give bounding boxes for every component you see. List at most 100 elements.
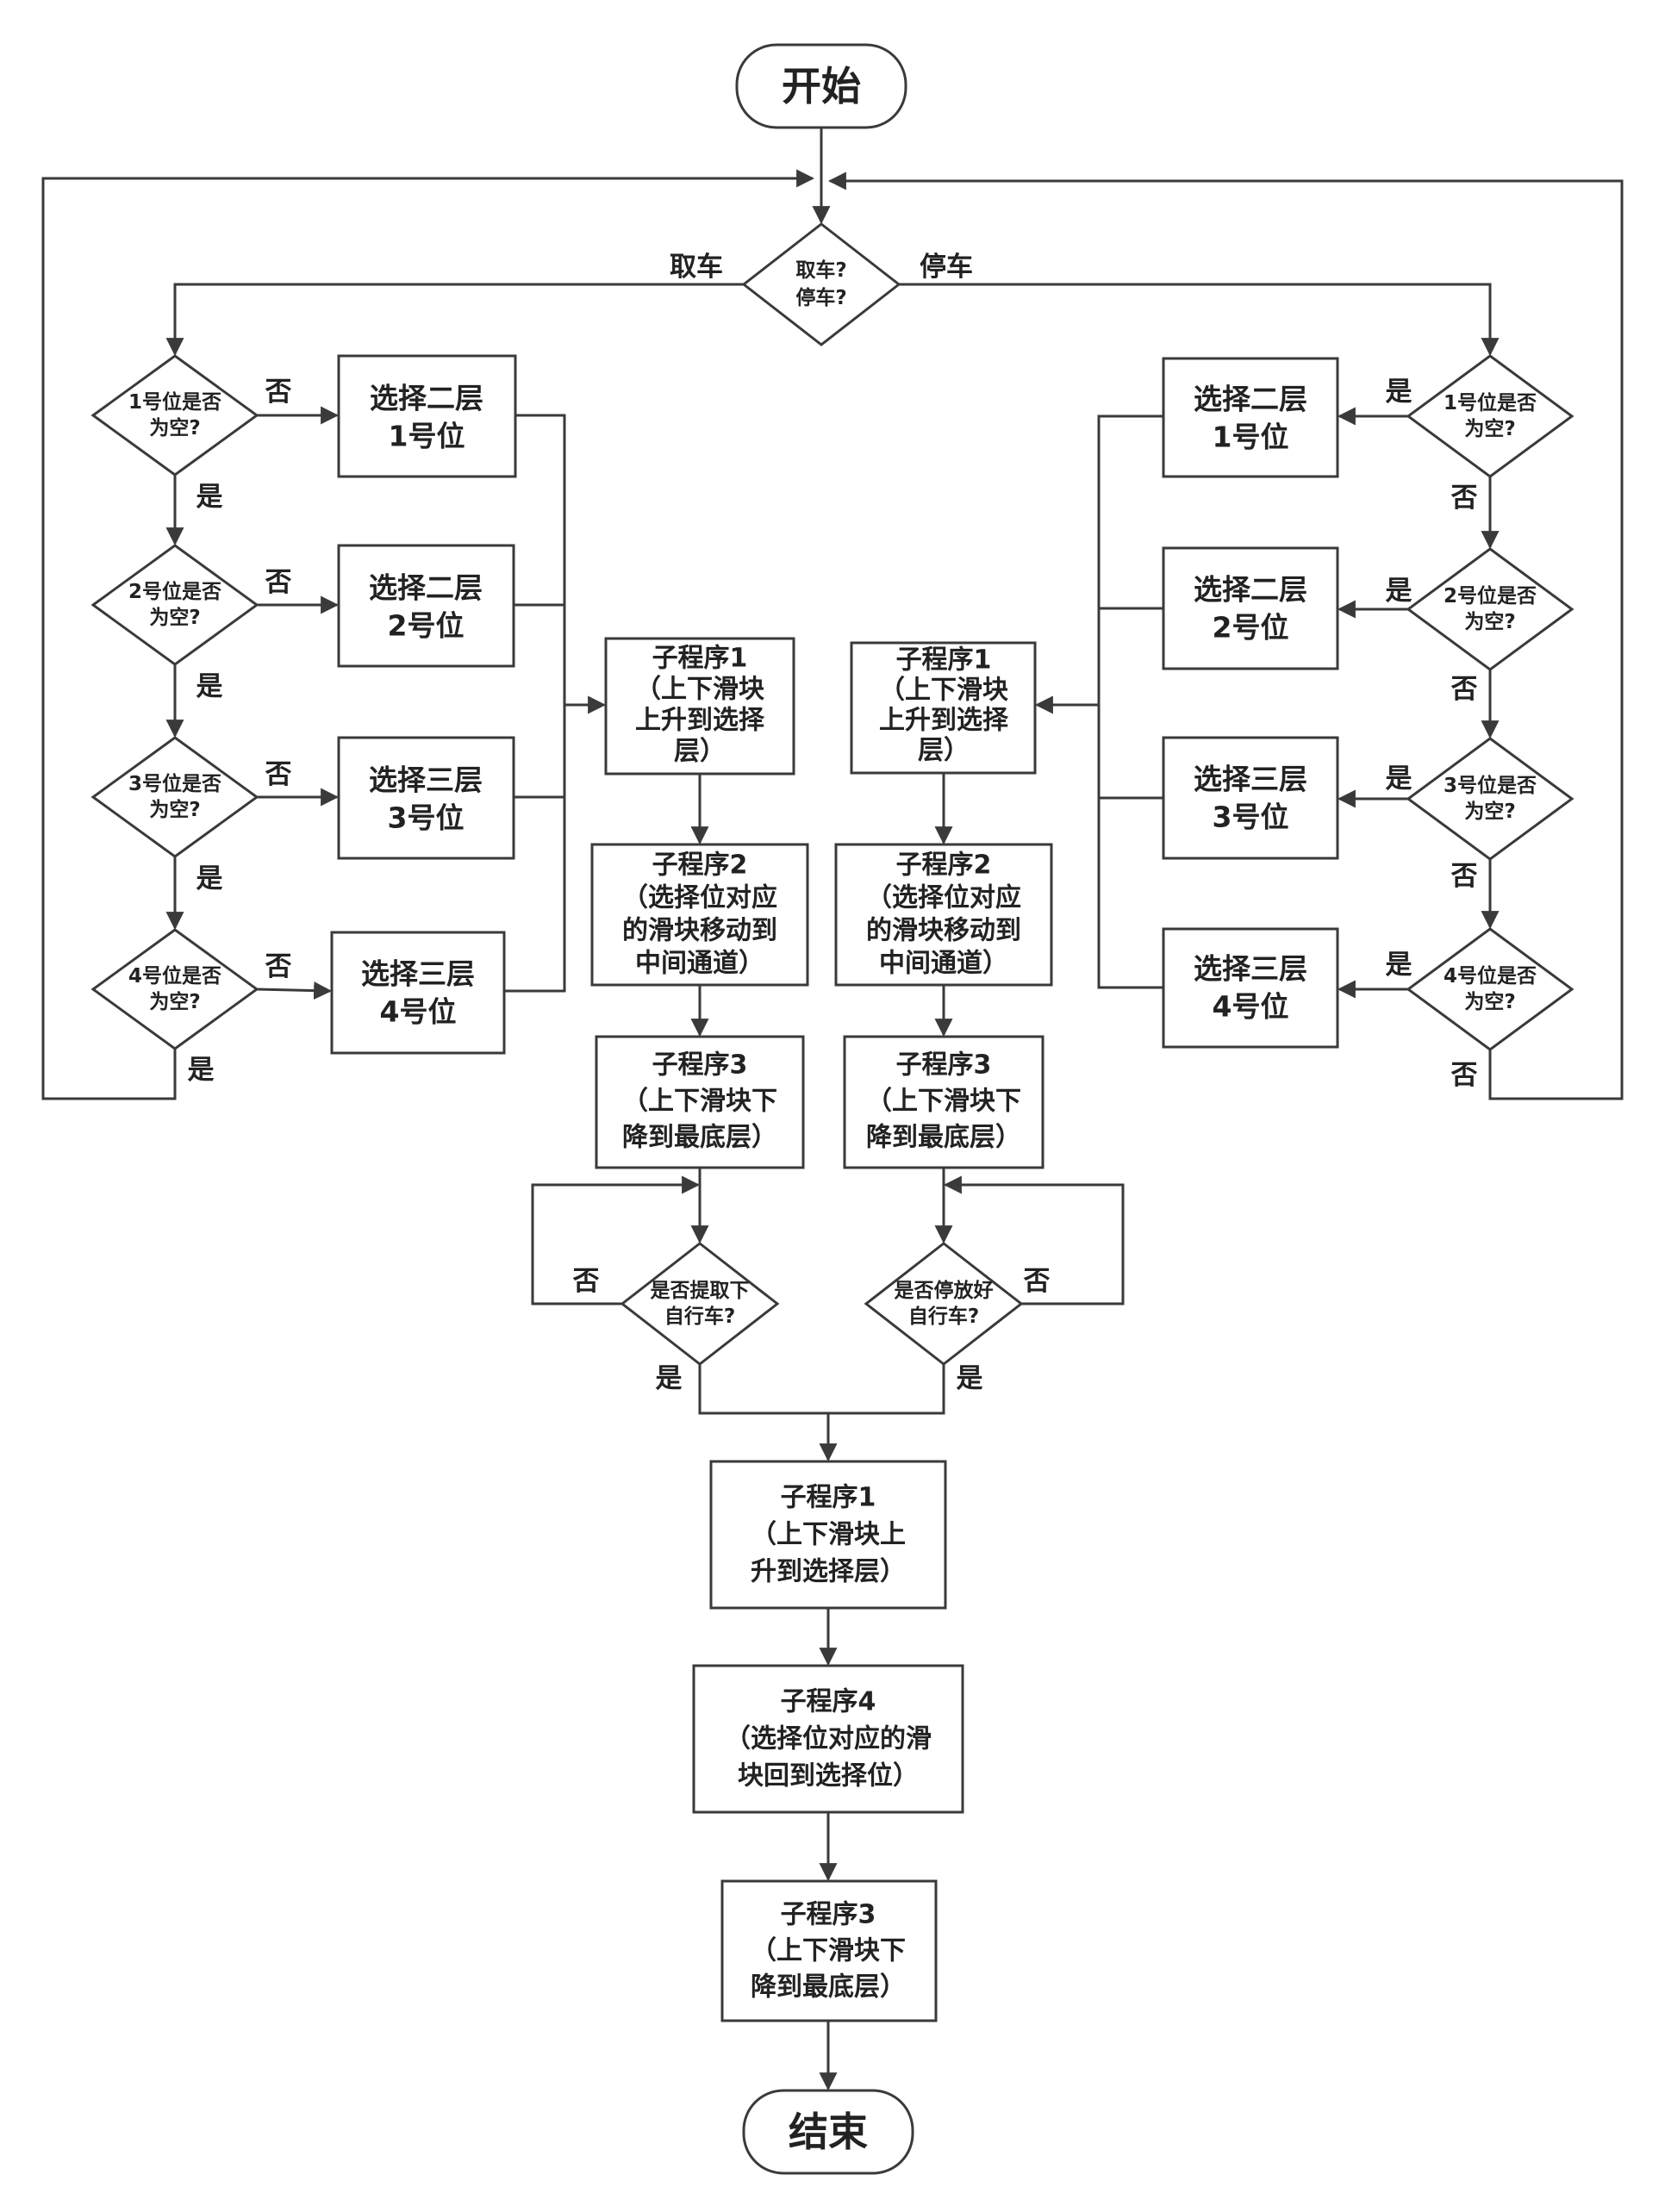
left-sub1-box bbox=[604, 637, 795, 776]
left-confirm bbox=[620, 1242, 780, 1366]
right-sub3-line-1: 子程序3 bbox=[896, 1050, 992, 1081]
left-sub2-line-3: 的滑块移动到 bbox=[622, 916, 777, 946]
edge-label-yes: 是 bbox=[196, 671, 223, 702]
pick-check-3 bbox=[90, 736, 259, 858]
right-sub2-line-3: 的滑块移动到 bbox=[866, 916, 1021, 946]
park-check-3-line-2: 为空? bbox=[1464, 800, 1515, 823]
final-sub4-line-2: （选择位对应的滑 bbox=[725, 1724, 932, 1754]
final-sub1-box bbox=[709, 1460, 947, 1610]
pick-check-2-line-2: 为空? bbox=[149, 606, 200, 629]
left-sub2-line-2: （选择位对应 bbox=[622, 883, 777, 913]
edge-label-no: 否 bbox=[573, 1266, 600, 1297]
edge-label-no: 否 bbox=[265, 951, 292, 982]
edge-label-yes: 是 bbox=[196, 482, 223, 513]
edge-label-yes: 是 bbox=[1386, 763, 1412, 794]
pick-select-3 bbox=[337, 736, 515, 860]
edge-right-loop bbox=[827, 171, 1624, 1100]
park-select-4 bbox=[1162, 927, 1339, 1049]
pick-select-4-line-1: 选择三层 bbox=[361, 957, 475, 991]
park-select-3-line-2: 3号位 bbox=[1213, 801, 1289, 834]
park-select-4-line-2: 4号位 bbox=[1213, 990, 1289, 1024]
park-select-3-line-1: 选择三层 bbox=[1194, 763, 1307, 796]
connectors bbox=[41, 128, 1624, 2091]
park-check-4-line-1: 4号位是否 bbox=[1444, 964, 1537, 988]
left-sub3-line-3: 降到最底层） bbox=[622, 1123, 777, 1153]
edge-label-no: 否 bbox=[265, 567, 292, 598]
pick-check-1-line-1: 1号位是否 bbox=[128, 390, 221, 414]
edge-left-loop bbox=[41, 169, 815, 1100]
edge-label-yes: 是 bbox=[1386, 950, 1412, 981]
right-sub2-line-4: 中间通道） bbox=[879, 949, 1008, 979]
park-select-1-line-2: 1号位 bbox=[1213, 421, 1289, 454]
park-check-3-line-1: 3号位是否 bbox=[1444, 774, 1537, 797]
pick-select-3-line-2: 3号位 bbox=[388, 801, 465, 835]
final-sub1-line-3: 升到选择层） bbox=[751, 1557, 906, 1587]
left-sub3-line-2: （上下滑块下 bbox=[622, 1087, 777, 1117]
park-select-2 bbox=[1162, 546, 1339, 670]
park-select-1-line-1: 选择二层 bbox=[1194, 383, 1307, 416]
left-sub1-line-3: 上升到选择 bbox=[635, 706, 765, 736]
left-sub1-line-2: （上下滑块 bbox=[635, 675, 764, 705]
edge-label-no: 否 bbox=[265, 759, 292, 790]
right-sub1-line-3: 上升到选择 bbox=[879, 706, 1009, 736]
park-check-2-line-2: 为空? bbox=[1464, 610, 1515, 633]
left-sub1-line-4: 层） bbox=[674, 737, 726, 767]
edge-label-pick: 取车 bbox=[670, 252, 723, 283]
right-sub1-line-1: 子程序1 bbox=[896, 645, 992, 676]
pick-check-3-line-1: 3号位是否 bbox=[128, 772, 221, 795]
edge-label-no: 否 bbox=[1024, 1266, 1051, 1297]
pick-select-1-line-1: 选择二层 bbox=[370, 382, 483, 415]
edge-label-yes: 是 bbox=[957, 1363, 983, 1394]
final-sub3-line-2: （上下滑块下 bbox=[751, 1936, 906, 1966]
edge-mode-pick bbox=[165, 283, 744, 357]
edge-label-no: 否 bbox=[1451, 861, 1478, 892]
final-sub4-box bbox=[692, 1664, 964, 1814]
edge-label-yes: 是 bbox=[196, 863, 223, 894]
edge-label-yes: 是 bbox=[656, 1363, 683, 1394]
final-sub3-box bbox=[720, 1879, 938, 2022]
pick-select-4 bbox=[330, 931, 506, 1055]
park-check-1-line-2: 为空? bbox=[1464, 417, 1515, 440]
park-check-1 bbox=[1406, 354, 1575, 478]
right-sub1-line-2: （上下滑块 bbox=[879, 676, 1008, 706]
right-confirm-line-1: 是否停放好 bbox=[895, 1279, 994, 1302]
pick-select-2 bbox=[337, 544, 515, 668]
park-check-4 bbox=[1406, 927, 1575, 1051]
edge-label-yes: 是 bbox=[1386, 576, 1412, 607]
pick-check-1 bbox=[90, 354, 259, 477]
edge-label-yes: 是 bbox=[188, 1055, 215, 1086]
pick-check-2 bbox=[90, 544, 259, 666]
pick-check-4-line-1: 4号位是否 bbox=[128, 964, 221, 988]
pick-select-1 bbox=[337, 354, 517, 478]
pick-check-3-line-2: 为空? bbox=[149, 798, 200, 821]
park-check-1-line-1: 1号位是否 bbox=[1444, 391, 1537, 414]
start-label: 开始 bbox=[782, 63, 861, 109]
edge-label-yes: 是 bbox=[1386, 377, 1412, 408]
edge-label-no: 否 bbox=[265, 377, 292, 408]
edge-label-no: 否 bbox=[1451, 483, 1478, 514]
mode-decision bbox=[741, 222, 901, 346]
park-check-4-line-2: 为空? bbox=[1464, 990, 1515, 1013]
final-sub4-line-3: 块回到选择位） bbox=[738, 1761, 919, 1791]
park-select-2-line-1: 选择二层 bbox=[1194, 573, 1307, 607]
right-sub2-line-1: 子程序2 bbox=[896, 851, 992, 881]
pick-check-2-line-1: 2号位是否 bbox=[128, 580, 221, 603]
final-sub4-line-1: 子程序4 bbox=[781, 1687, 876, 1717]
park-select-3 bbox=[1162, 736, 1339, 860]
pick-check-1-line-2: 为空? bbox=[149, 416, 200, 439]
final-sub1-line-2: （上下滑块上 bbox=[751, 1520, 906, 1550]
right-confirm bbox=[864, 1242, 1024, 1366]
final-sub3-line-3: 降到最底层） bbox=[751, 1972, 906, 2003]
park-select-2-line-2: 2号位 bbox=[1213, 611, 1289, 645]
park-check-3 bbox=[1406, 737, 1575, 861]
edge-mode-park bbox=[899, 283, 1500, 357]
right-sub1-line-4: 层） bbox=[918, 736, 970, 766]
end-label: 结束 bbox=[789, 2109, 868, 2155]
right-sub2-line-2: （选择位对应 bbox=[866, 883, 1021, 913]
mode-label-1: 取车? bbox=[795, 259, 846, 282]
pick-select-2-line-1: 选择二层 bbox=[369, 571, 483, 605]
park-check-2-line-1: 2号位是否 bbox=[1444, 584, 1537, 608]
left-sub2-line-1: 子程序2 bbox=[652, 851, 748, 881]
pick-check-4 bbox=[90, 928, 259, 1050]
